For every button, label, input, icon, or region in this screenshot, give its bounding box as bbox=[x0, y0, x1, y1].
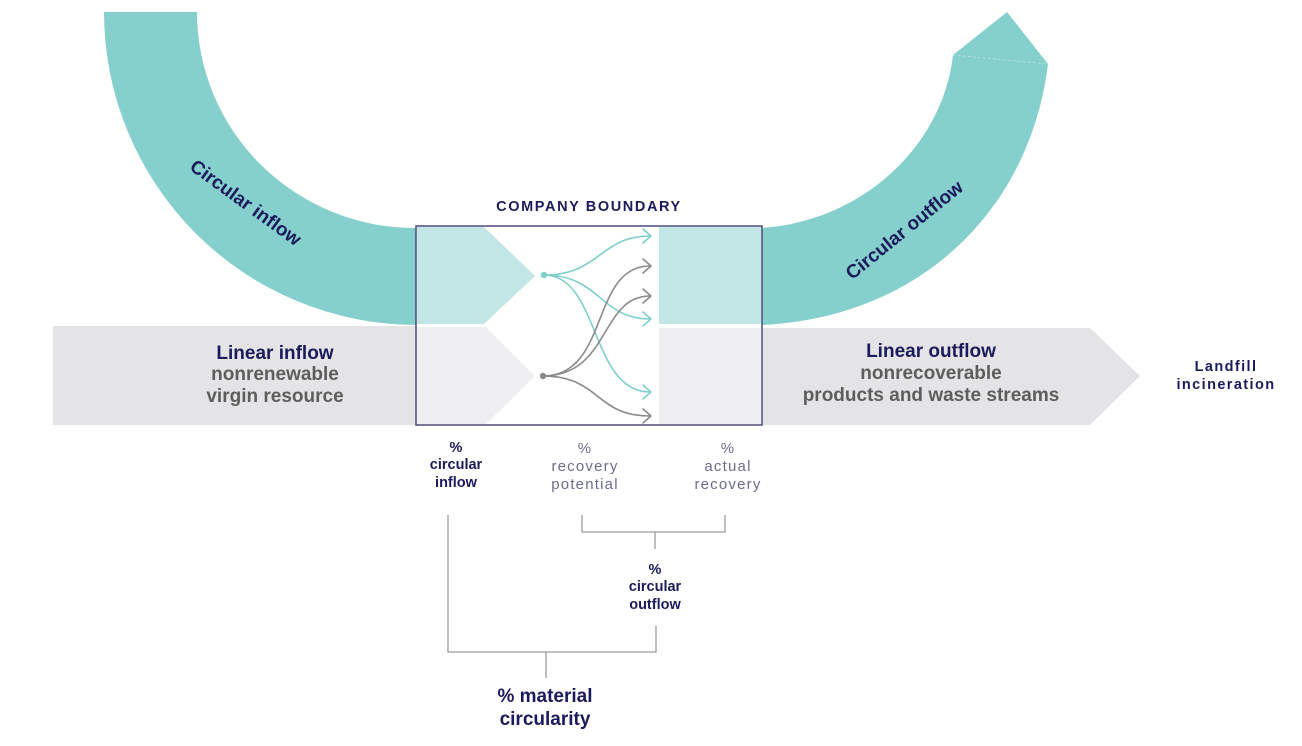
destination-label: Landfill incineration bbox=[1160, 358, 1292, 394]
linear-inflow-text: Linear inflow nonrenewable virgin resour… bbox=[150, 343, 400, 407]
flow-origin-teal bbox=[540, 271, 548, 279]
circular-outflow-block bbox=[659, 227, 761, 324]
arrowhead-seam bbox=[952, 54, 1049, 65]
metric-circular-outflow-l3: outflow bbox=[629, 596, 681, 613]
metric-recovery-potential-l1: % bbox=[577, 440, 593, 457]
flow-gray-3 bbox=[542, 375, 651, 417]
arrowhead-teal-3 bbox=[642, 384, 652, 400]
circular-outflow-arc bbox=[761, 12, 1048, 325]
metric-actual-recovery-l3: recovery bbox=[694, 476, 762, 493]
linear-outflow-line3: products and waste streams bbox=[802, 384, 1060, 406]
arrowhead-gray-3 bbox=[642, 408, 652, 424]
flow-teal-1 bbox=[543, 235, 651, 276]
metric-circular-inflow-l1: % bbox=[449, 440, 463, 456]
flow-origin-gray bbox=[539, 372, 547, 380]
linear-inflow-line2: nonrenewable bbox=[211, 364, 339, 386]
company-boundary-title: COMPANY BOUNDARY bbox=[496, 199, 682, 215]
metric-circular-inflow: % circular inflow bbox=[420, 440, 492, 492]
linear-outflow-block bbox=[659, 328, 761, 424]
arrowhead-gray-2 bbox=[642, 288, 652, 304]
flow-teal-2 bbox=[543, 274, 651, 320]
linear-outflow-title: Linear outflow bbox=[866, 341, 996, 362]
metric-circular-outflow-l2: circular bbox=[628, 579, 682, 596]
circular-inflow-arc bbox=[104, 12, 417, 325]
linear-outflow-text: Linear outflow nonrecoverable products a… bbox=[770, 341, 1092, 407]
arrowhead-teal-2 bbox=[642, 311, 652, 327]
linear-inflow-band bbox=[53, 326, 417, 425]
linear-outflow-line2: nonrecoverable bbox=[860, 362, 1002, 384]
linear-inflow-title: Linear inflow bbox=[216, 343, 334, 364]
linear-inflow-chevron bbox=[417, 327, 535, 424]
bracket-material bbox=[447, 515, 657, 653]
circular-inflow-chevron bbox=[417, 227, 535, 324]
flow-teal-3 bbox=[543, 274, 651, 393]
destination-line2: incineration bbox=[1176, 377, 1276, 394]
metric-circular-inflow-l3: inflow bbox=[435, 474, 477, 491]
metric-actual-recovery-l2: actual bbox=[704, 458, 752, 475]
metric-recovery-potential-l3: potential bbox=[551, 476, 619, 493]
metric-actual-recovery-l1: % bbox=[720, 440, 736, 457]
metric-circular-outflow-l1: % bbox=[648, 562, 662, 578]
bracket-recovery bbox=[581, 515, 726, 533]
flow-gray-2 bbox=[542, 295, 651, 377]
linear-outflow-arrow bbox=[761, 328, 1140, 425]
metric-material-circularity: % material circularity bbox=[470, 686, 620, 732]
metric-actual-recovery: % actual recovery bbox=[672, 440, 784, 494]
metric-recovery-potential: % recovery potential bbox=[530, 440, 640, 494]
metric-circular-outflow: % circular outflow bbox=[610, 562, 700, 614]
arrowhead-gray-1 bbox=[642, 258, 652, 274]
flow-gray-1 bbox=[542, 265, 651, 377]
metric-recovery-potential-l2: recovery bbox=[551, 458, 619, 475]
arrowhead-teal-1 bbox=[642, 228, 652, 244]
metric-material-circularity-l2: circularity bbox=[499, 708, 591, 730]
metric-circular-inflow-l2: circular bbox=[429, 457, 483, 474]
linear-inflow-line3: virgin resource bbox=[206, 385, 344, 407]
destination-line1: Landfill bbox=[1194, 359, 1258, 375]
metric-material-circularity-l1: % material bbox=[497, 686, 593, 707]
